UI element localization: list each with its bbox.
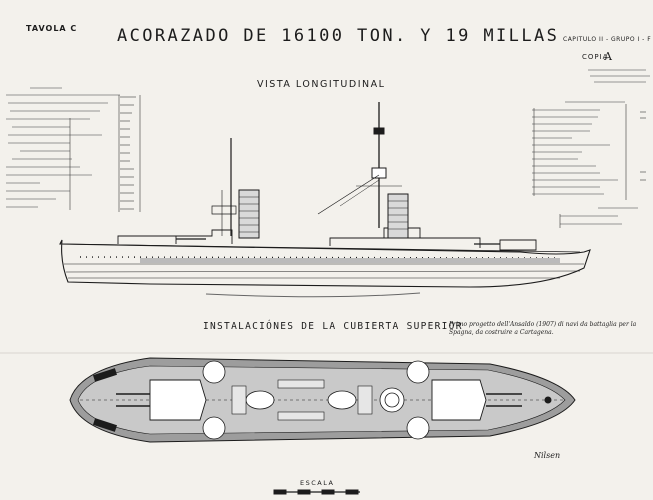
copy-label: COPIA [582, 53, 609, 61]
draftsman-signature: Nilsen [534, 451, 561, 460]
deck-view-title: INSTALACIÓNES DE LA CUBIERTA SUPERIOR [203, 321, 463, 332]
figure-caption: Primo progetto dell'Ansaldo (1907) di na… [449, 321, 637, 336]
left-spec-table [6, 87, 141, 212]
ship-deck-plan [69, 357, 576, 443]
ship-side-profile [59, 102, 591, 298]
plate-label: TAVOLA C [26, 24, 78, 33]
chapter-reference: CAPITULO II - GRUPO I - F [563, 36, 652, 43]
copy-letter: A [604, 50, 612, 63]
profile-view-title: VISTA LONGITUDINAL [257, 79, 386, 90]
scale-bar [273, 489, 360, 495]
scale-label: ESCALA [300, 479, 335, 487]
right-spec-table [532, 69, 650, 228]
page-title: ACORAZADO DE 16100 TON. Y 19 MILLAS [117, 26, 560, 46]
